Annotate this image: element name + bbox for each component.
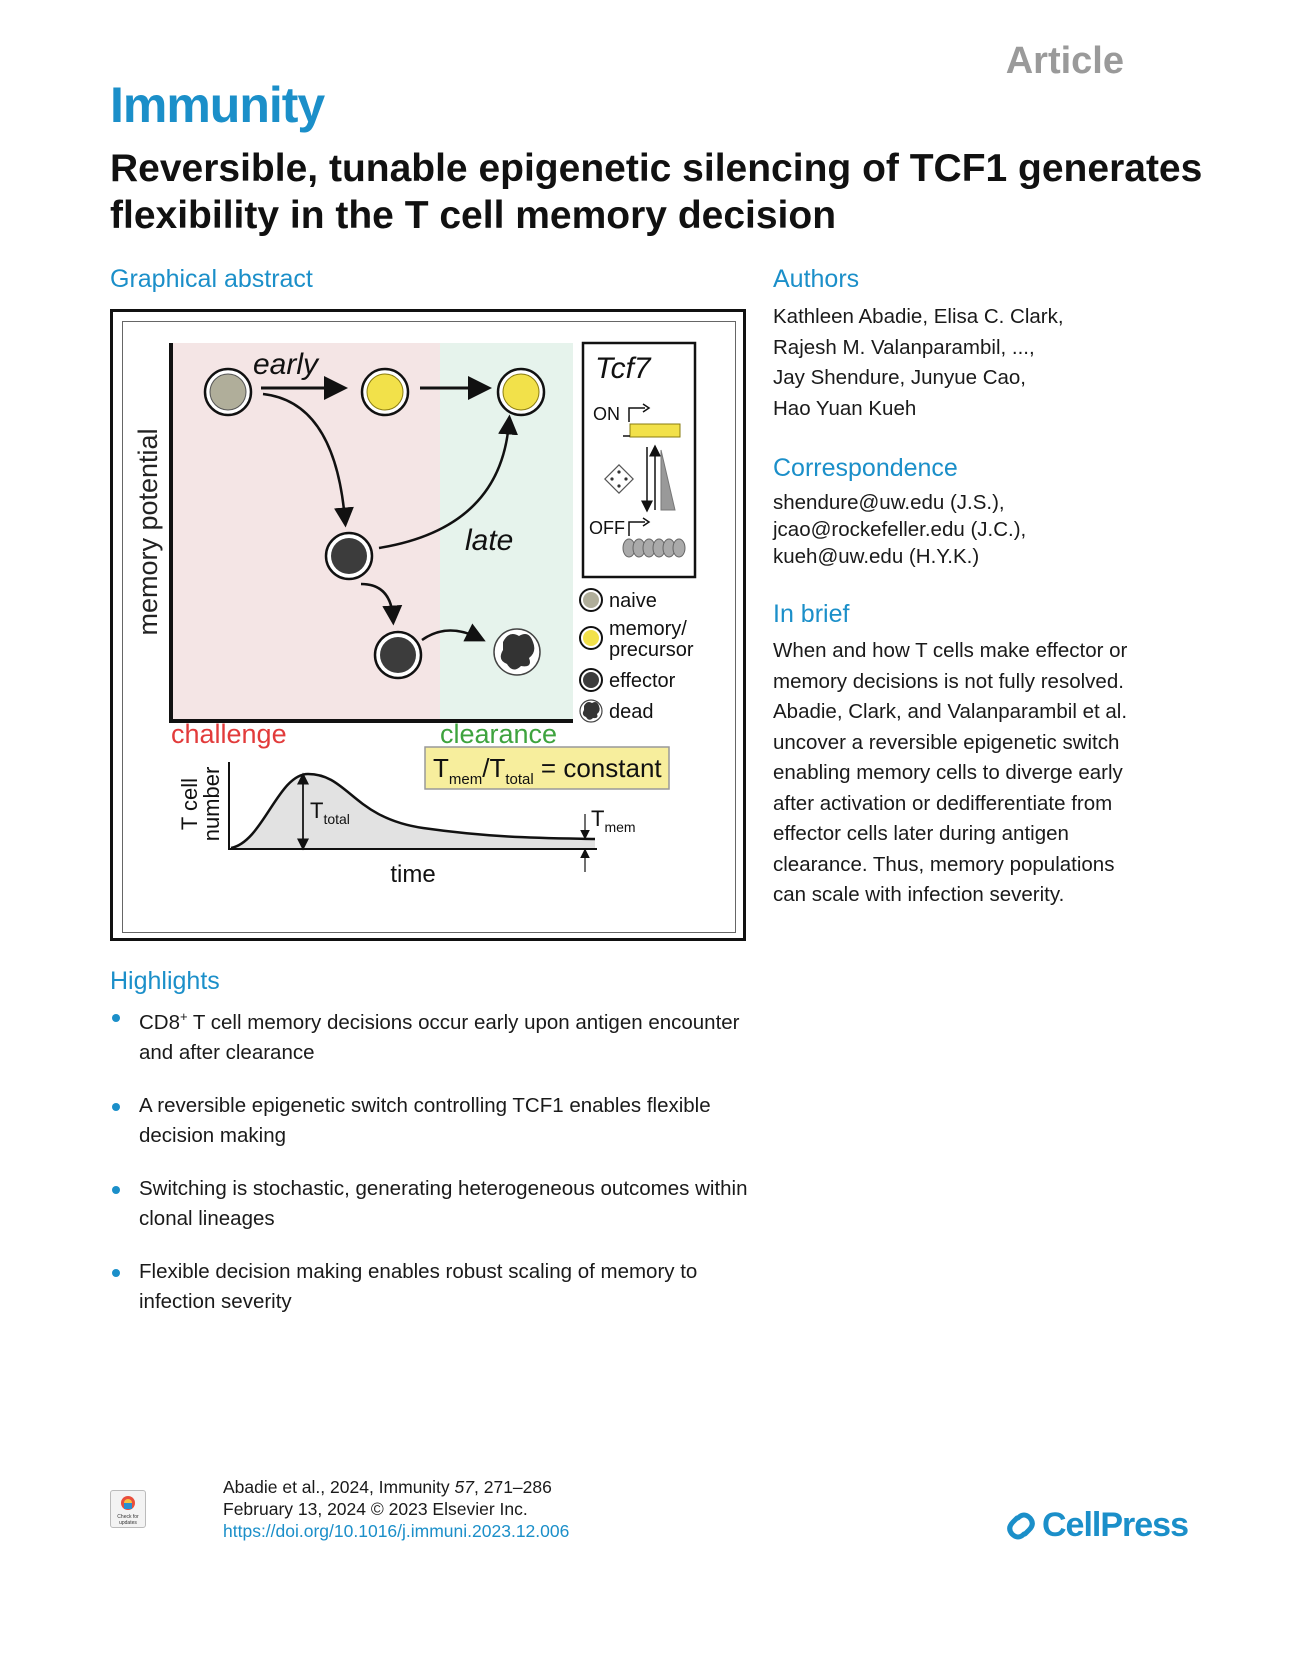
in-brief-line: Abadie, Clark, and Valanparambil et al. — [773, 700, 1128, 723]
check-for-updates-icon: Check for updates — [117, 1496, 139, 1526]
authors-heading: Authors — [773, 265, 860, 293]
clearance-label: clearance — [440, 719, 557, 749]
kinetics-y-label-line2: number — [199, 767, 224, 842]
authors-list: Kathleen Abadie, Elisa C. Clark, Rajesh … — [773, 302, 1064, 424]
in-brief-line: uncover a reversible epigenetic switch — [773, 730, 1120, 754]
legend-effector-icon — [579, 668, 603, 692]
ratio-box: Tmem/Ttotal = constant — [424, 746, 670, 790]
in-brief-line: can scale with infection severity. — [773, 883, 1065, 906]
nucleosomes-icon — [622, 538, 686, 558]
effector-cell — [324, 531, 374, 581]
off-promoter-arrow-icon — [628, 521, 645, 536]
dice-icon — [604, 464, 634, 494]
article-title: Reversible, tunable epigenetic silencing… — [110, 147, 1203, 237]
graphical-abstract-heading: Graphical abstract — [110, 265, 313, 293]
active-gene-bar — [629, 423, 681, 438]
check-for-updates-badge[interactable]: Check for updates — [110, 1490, 146, 1528]
naive-cell — [203, 367, 253, 417]
highlight-item: A reversible epigenetic switch controlli… — [110, 1091, 760, 1152]
memory-cell-late — [496, 367, 546, 417]
arrow-terminal-to-dead — [421, 623, 486, 642]
highlights-list: CD8+ T cell memory decisions occur early… — [110, 1002, 760, 1340]
legend-memory-label: memory/ — [609, 618, 687, 640]
correspondence-list: shendure@uw.edu (J.S.), jcao@rockefeller… — [773, 489, 1026, 570]
doi-link[interactable]: https://doi.org/10.1016/j.immuni.2023.12… — [223, 1521, 570, 1541]
article-type-label: Article — [1005, 40, 1124, 82]
correspondence-heading: Correspondence — [773, 454, 958, 482]
arrow-effector-to-memory — [378, 414, 519, 550]
late-label: late — [465, 524, 513, 557]
in-brief-line: after activation or dedifferentiate from — [773, 791, 1113, 815]
arrow-naive-to-effector — [262, 392, 354, 528]
arrow-effector-to-terminal — [360, 582, 403, 626]
kinetics-plot: T cell number Ttotal Tmem time — [177, 762, 636, 888]
dead-cell — [493, 628, 541, 676]
highlight-item: Flexible decision making enables robust … — [110, 1257, 760, 1318]
legend-precursor-label: precursor — [609, 639, 694, 661]
legend: naive memory/ precursor effector dead — [579, 588, 694, 723]
legend-dead-label: dead — [609, 701, 654, 723]
in-brief-text: When and how T cells make effector or me… — [773, 636, 1127, 911]
cellpress-logo[interactable]: CellPress — [1004, 1506, 1189, 1545]
author-line: Jay Shendure, Junyue Cao, — [773, 366, 1026, 389]
cellpress-link-icon — [1007, 1512, 1035, 1539]
effector-cell-terminal — [373, 630, 423, 680]
citation-footer: Abadie et al., 2024, Immunity 57, 271–28… — [223, 1476, 569, 1542]
kinetics-y-label-line1: T cell — [177, 778, 202, 830]
y-axis-label: memory potential — [133, 428, 163, 635]
kinetics-x-label: time — [390, 861, 435, 888]
early-label: early — [253, 348, 320, 381]
author-line: Rajesh M. Valanparambil, ..., — [773, 335, 1035, 359]
in-brief-heading: In brief — [773, 600, 850, 628]
kinetics-curve — [230, 772, 596, 850]
bullet-icon — [112, 1102, 120, 1111]
legend-naive-icon — [579, 588, 603, 612]
silencing-gradient-wedge — [660, 449, 676, 511]
in-brief-line: clearance. Thus, memory populations — [773, 852, 1115, 876]
tmem-label: Tmem — [591, 806, 636, 835]
off-label: OFF — [589, 518, 625, 538]
on-label: ON — [593, 404, 620, 424]
email-link[interactable]: jcao@rockefeller.edu (J.C.), — [773, 518, 1027, 541]
challenge-label: challenge — [171, 719, 287, 749]
highlight-item: Switching is stochastic, generating hete… — [110, 1174, 760, 1235]
graphical-abstract: memory potential — [110, 309, 746, 941]
journal-name: Immunity — [110, 77, 325, 133]
date-line: February 13, 2024 © 2023 Elsevier Inc. — [223, 1499, 528, 1519]
tcf7-switch-box: Tcf7 ON OFF — [581, 341, 697, 579]
graphical-abstract-figure: memory potential — [133, 341, 697, 888]
svg-text:Check for: Check for — [117, 1514, 139, 1520]
author-line: Hao Yuan Kueh — [773, 396, 917, 420]
in-brief-line: memory decisions is not fully resolved. — [773, 669, 1124, 693]
bullet-icon — [112, 1014, 120, 1022]
highlights-heading: Highlights — [110, 967, 220, 995]
in-brief-line: effector cells later during antigen — [773, 822, 1069, 845]
legend-dead-icon — [579, 699, 603, 723]
legend-naive-label: naive — [609, 590, 657, 612]
cellpress-wordmark: CellPress — [1042, 1506, 1189, 1544]
ratio-text: Tmem/Ttotal = constant — [433, 753, 662, 788]
ttotal-label: Ttotal — [310, 798, 350, 827]
bullet-icon — [112, 1185, 120, 1194]
memory-cell-early — [360, 367, 410, 417]
in-brief-line: When and how T cells make effector or — [773, 639, 1128, 662]
citation-line: Abadie et al., 2024, Immunity 57, 271–28… — [223, 1477, 552, 1497]
tcf7-label: Tcf7 — [595, 352, 652, 385]
author-line: Kathleen Abadie, Elisa C. Clark, — [773, 305, 1064, 328]
email-link[interactable]: kueh@uw.edu (H.Y.K.) — [773, 545, 980, 568]
legend-memory-icon — [579, 626, 603, 650]
email-link[interactable]: shendure@uw.edu (J.S.), — [773, 491, 1005, 514]
bullet-icon — [112, 1268, 120, 1277]
graphical-abstract-panel: memory potential — [122, 321, 736, 933]
highlight-item: CD8+ T cell memory decisions occur early… — [110, 1002, 760, 1069]
svg-text:updates: updates — [119, 1520, 137, 1526]
in-brief-line: enabling memory cells to diverge early — [773, 761, 1123, 784]
on-promoter-arrow-icon — [628, 407, 645, 422]
legend-effector-label: effector — [609, 670, 676, 692]
kinetics-area — [231, 774, 595, 848]
